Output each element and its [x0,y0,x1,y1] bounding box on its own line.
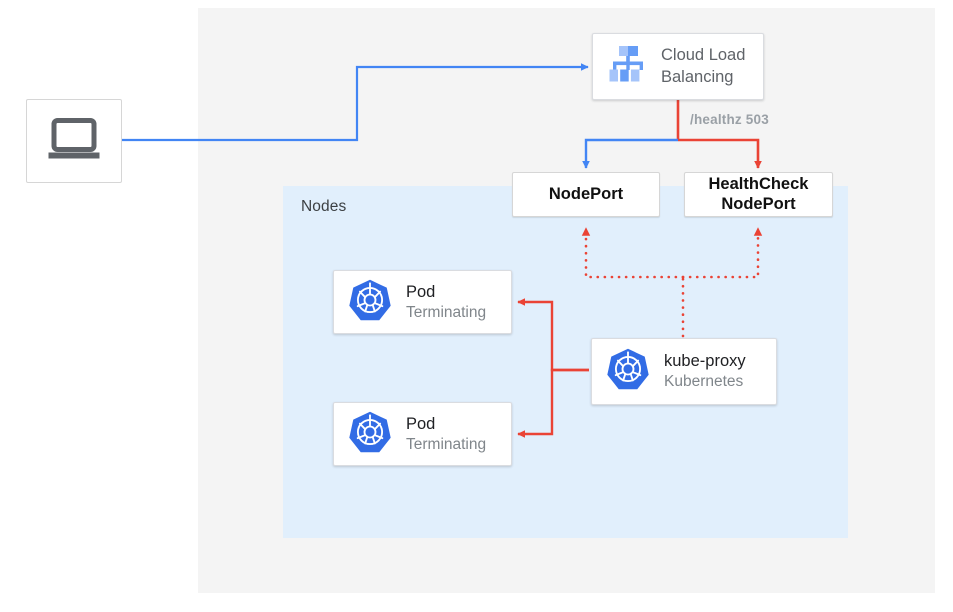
nodeport-label: NodePort [548,184,624,203]
kubernetes-icon [606,347,650,396]
kube-proxy-title: kube-proxy [664,352,746,371]
kube-proxy-card[interactable]: kube-proxy Kubernetes [591,338,777,405]
clb-title-line-2: Balancing [661,67,734,86]
cloud-load-balancing-icon [607,45,647,88]
pod-2-label: Pod Terminating [406,414,486,455]
pod-2-subtitle: Terminating [406,435,487,453]
pod-card-2[interactable]: Pod Terminating [333,402,512,466]
pod-1-title: Pod [406,282,436,301]
client-card[interactable] [26,99,122,183]
kubernetes-icon [348,278,392,327]
cloud-load-balancing-label: Cloud Load Balancing [661,45,745,88]
healthcheck-nodeport-box[interactable]: HealthCheck NodePort [684,172,833,217]
kubernetes-icon [348,410,392,459]
clb-title-line-1: Cloud Load [661,46,746,65]
pod-1-label: Pod Terminating [406,282,486,323]
nodeport-box[interactable]: NodePort [512,172,660,217]
pod-1-subtitle: Terminating [406,303,487,321]
healthz-edge-label: /healthz 503 [690,112,769,127]
pod-2-title: Pod [406,414,436,433]
nodes-region-label: Nodes [301,198,347,215]
pod-card-1[interactable]: Pod Terminating [333,270,512,334]
kube-proxy-label: kube-proxy Kubernetes [664,351,746,392]
cloud-load-balancing-card[interactable]: Cloud Load Balancing [592,33,764,100]
healthcheck-nodeport-label-line-1: HealthCheck [708,174,809,193]
kube-proxy-subtitle: Kubernetes [664,373,744,391]
healthcheck-nodeport-label-line-2: NodePort [721,194,796,213]
laptop-icon [47,117,101,165]
